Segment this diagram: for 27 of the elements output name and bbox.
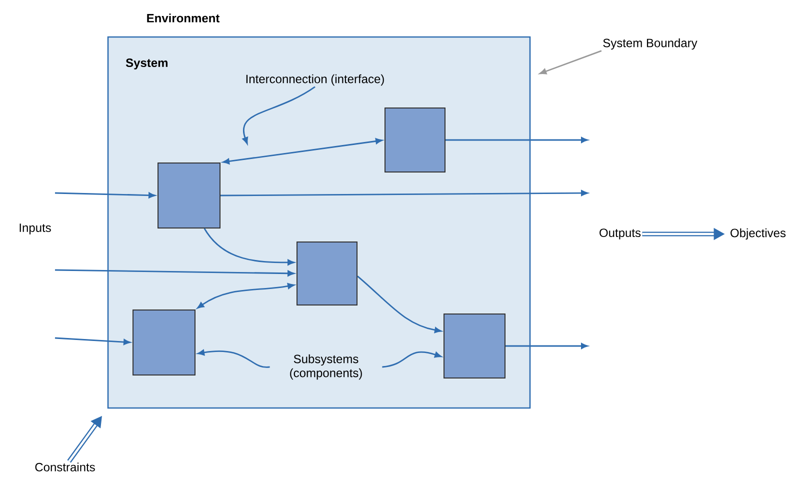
subsystem-box bbox=[384, 108, 446, 172]
arrow bbox=[55, 192, 156, 198]
subsystem-box bbox=[296, 242, 358, 306]
leader-line bbox=[198, 350, 270, 368]
arrow bbox=[220, 190, 588, 196]
text-label: Constraints bbox=[35, 462, 95, 472]
arrow bbox=[446, 137, 588, 143]
arrow bbox=[55, 269, 294, 276]
subsystem-box bbox=[132, 310, 196, 376]
text-label: Interconnection (interface) bbox=[246, 74, 384, 86]
arrow bbox=[506, 343, 588, 349]
text-label: System Boundary bbox=[603, 38, 698, 50]
leader-line bbox=[242, 86, 316, 144]
arrow bbox=[357, 276, 442, 334]
subsystem-box bbox=[444, 314, 506, 378]
leader-line bbox=[382, 351, 442, 368]
arrow bbox=[222, 138, 382, 164]
arrow bbox=[197, 283, 294, 309]
text-label: Environment bbox=[147, 14, 220, 22]
subsystem-box bbox=[158, 162, 220, 228]
leader-line bbox=[540, 50, 602, 74]
arrow bbox=[54, 337, 130, 345]
text-label: Outputs bbox=[600, 228, 641, 240]
text-label: Subsystems (components) bbox=[290, 354, 362, 380]
text-label: Inputs bbox=[20, 224, 51, 234]
text-label: Objectives bbox=[730, 228, 786, 240]
arrow bbox=[204, 228, 294, 266]
